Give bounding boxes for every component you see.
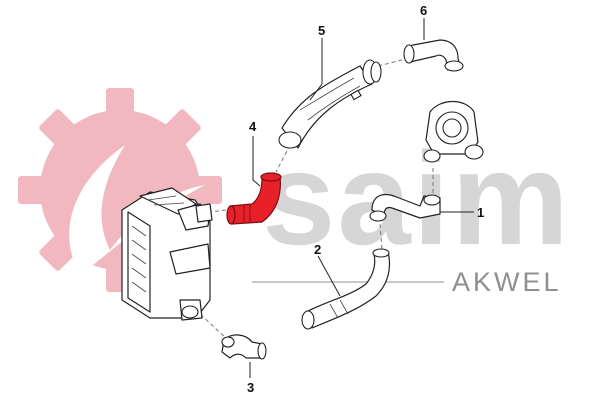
callout-1: 1 [477,205,484,220]
callout-6: 6 [420,3,427,18]
partner-logo: AKWEL [452,267,562,297]
callout-4: 4 [249,119,257,134]
part-5-hose [278,59,382,149]
part-6-elbow [403,39,464,72]
intercooler [121,187,213,321]
leader-lines [249,18,474,378]
part-1-hose [369,193,441,222]
part-4-hose [226,172,282,225]
swoosh-icon [69,145,205,275]
valve-body [423,100,484,163]
part-2-hose [301,248,391,330]
callout-5: 5 [318,23,325,38]
callout-2: 2 [314,242,321,257]
brand-watermark: saim [262,125,571,272]
part-3-elbow [221,334,267,360]
callout-3: 3 [247,380,254,395]
